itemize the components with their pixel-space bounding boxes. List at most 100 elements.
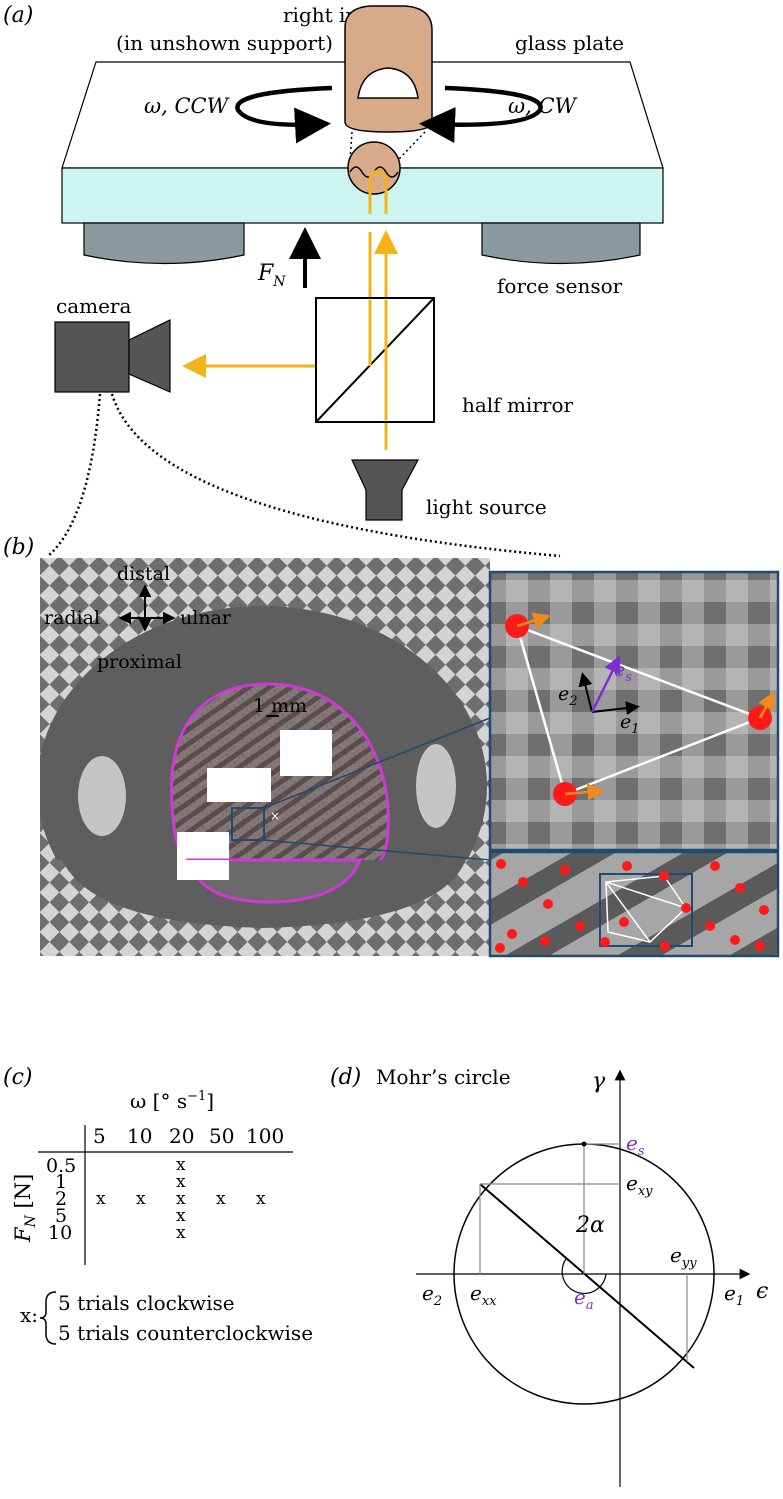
fn-value-3: 5	[55, 1205, 67, 1227]
half-mirror-diagonal	[315, 297, 435, 423]
half-mirror-label: half mirror	[462, 393, 573, 417]
fn-value-2: 2	[55, 1188, 67, 1210]
fn-value-0: 0.5	[46, 1155, 76, 1177]
mark-20-2: x	[176, 1189, 186, 1209]
fn-value-1: 1	[55, 1171, 67, 1193]
label-es: es	[614, 659, 632, 685]
panel-c-label: (c)	[3, 1065, 33, 1090]
rotation-arrow-ccw	[235, 85, 333, 144]
marker-mesh-diag1	[605, 881, 687, 909]
e1-label: e1	[724, 1281, 744, 1309]
mark-50-2: x	[216, 1189, 226, 1209]
legend-brace	[39, 1291, 57, 1345]
es-label: es	[626, 1131, 645, 1159]
fn-value-4: 10	[48, 1222, 72, 1244]
excluded-region-3	[177, 832, 229, 860]
fingernail	[357, 67, 419, 99]
centroid-mark: ×	[270, 809, 280, 823]
panel-a-diagram: (a) right index (in unshown support) gla…	[3, 3, 664, 558]
glass-plate-label: glass plate	[515, 31, 624, 55]
zoom-markers	[495, 859, 769, 953]
basis-e1	[591, 701, 640, 716]
contact-reflection	[368, 169, 388, 214]
panel-a-label: (a)	[3, 3, 33, 28]
zoom-link-top	[263, 717, 491, 809]
camera-label: camera	[56, 294, 131, 318]
excluded-region-3-lower	[177, 860, 229, 880]
es-point	[581, 1141, 587, 1147]
es-guide	[583, 1143, 620, 1274]
camera-lens	[128, 319, 171, 393]
droplet-highlight-left	[78, 756, 126, 836]
omega-value-4: 100	[246, 1124, 284, 1148]
light-source-label: light source	[426, 495, 547, 519]
displacement-1	[516, 612, 551, 630]
omega-value-1: 10	[127, 1124, 152, 1148]
omega-header: ω [° s−1]	[130, 1089, 214, 1113]
exx-label: exx	[470, 1281, 497, 1309]
mark-5-2: x	[96, 1189, 106, 1209]
mark-20-10: x	[176, 1223, 186, 1243]
direction-ulnar: ulnar	[180, 607, 232, 629]
basis-e2	[578, 672, 593, 713]
marker-mesh	[605, 875, 687, 943]
rotation-arrow-cw	[419, 85, 543, 144]
zoom-window-inner	[599, 873, 693, 947]
marker-mesh-diag2	[605, 881, 651, 943]
scale-label: 1 mm	[253, 695, 307, 717]
camera-body	[54, 321, 130, 393]
two-alpha-label: 2α	[575, 1213, 605, 1238]
mark-20-0.5: x	[176, 1155, 186, 1175]
droplet-highlight-right	[416, 744, 456, 828]
direction-proximal: proximal	[97, 651, 182, 673]
omega-value-0: 5	[93, 1124, 106, 1148]
trial-marks: x x x x x x x x x	[96, 1155, 266, 1243]
shear-es	[590, 655, 621, 713]
omega-ccw-label: ω, CCW	[144, 94, 231, 118]
marker-triangle	[515, 623, 764, 796]
mark-20-5: x	[176, 1206, 186, 1226]
mohr-diameter	[479, 1183, 695, 1369]
label-e2: e2	[558, 683, 578, 709]
mark-100-2: x	[256, 1189, 266, 1209]
mark-10-2: x	[136, 1189, 146, 1209]
zoom-detail-top	[488, 570, 780, 852]
mark-20-1: x	[176, 1172, 186, 1192]
zoom-link-bottom	[263, 839, 491, 861]
panel-b-label: (b)	[3, 536, 34, 560]
panel-d: (d) Mohr’s circle γ ϵ es exy 2α eyy e2 e…	[330, 1062, 783, 1495]
legend-prefix: x:	[20, 1303, 38, 1327]
panel-d-label: (d)	[330, 1065, 361, 1090]
force-sensor-left	[83, 222, 245, 265]
omega-value-2: 20	[169, 1124, 194, 1148]
panel-c: (c) ω [° s−1] 5 10 20 50 100 0.5 1 2 5 1…	[0, 1062, 330, 1495]
legend-line1: 5 trials clockwise	[58, 1291, 235, 1315]
finger-label-line2: (in unshown support)	[116, 31, 333, 55]
zoom-window-small	[231, 807, 265, 841]
epsilon-label: ϵ	[756, 1279, 768, 1304]
displacement-3	[564, 783, 605, 801]
light-source	[351, 459, 419, 521]
displacement-2	[758, 691, 775, 719]
legend-line2: 5 trials counterclockwise	[58, 1321, 313, 1345]
e2-label: e2	[422, 1281, 442, 1309]
exy-label: exy	[626, 1171, 653, 1199]
ea-label: ea	[574, 1285, 594, 1313]
fingerprint-lower	[185, 858, 363, 904]
force-sensor-right	[481, 222, 641, 265]
angle-arc	[561, 1258, 607, 1294]
direction-distal: distal	[117, 563, 170, 585]
direction-radial: radial	[44, 607, 100, 629]
panel-b-zoom-diagram: e2 e1 es	[40, 570, 780, 958]
panel-d-mohr: (d) Mohr’s circle γ ϵ es exy 2α eyy e2 e…	[330, 1065, 768, 1487]
omega-cw-label: ω, CW	[508, 94, 579, 118]
panel-a: (a) right index (in unshown support) gla…	[0, 0, 783, 560]
label-e1: e1	[620, 711, 640, 737]
excluded-region-1	[280, 730, 332, 776]
mohr-title: Mohr’s circle	[376, 1065, 511, 1089]
panel-b-zoom: e2 e1 es	[0, 536, 783, 960]
fn-axis-label: FN [N]	[11, 1174, 39, 1243]
contact-zoom-circle	[347, 141, 401, 195]
eyy-label: eyy	[670, 1243, 697, 1271]
omega-value-3: 50	[209, 1124, 234, 1148]
